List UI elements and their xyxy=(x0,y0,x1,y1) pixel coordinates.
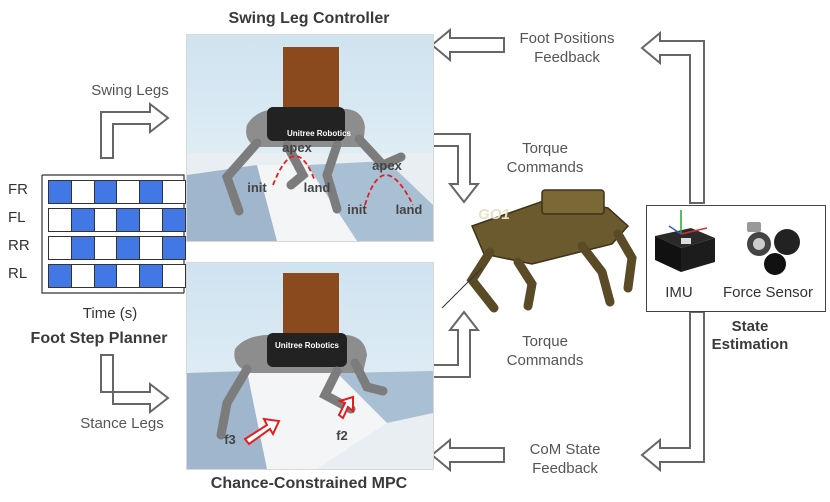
init-label-1: init xyxy=(247,180,267,195)
land-label-2: land xyxy=(395,202,423,217)
gait-row-fr xyxy=(48,180,186,204)
com-feedback-label-1: CoM State xyxy=(529,441,601,458)
gait-cell-stance xyxy=(117,237,141,259)
foot-feedback-label-1: Foot Positions xyxy=(519,30,615,47)
gait-row-label: RL xyxy=(8,265,28,282)
force-sensor-icon xyxy=(747,222,800,275)
com-feedback-label-2: Feedback xyxy=(532,460,598,477)
swing-controller-title: Swing Leg Controller xyxy=(228,10,390,27)
gait-cell-swing xyxy=(140,237,164,259)
gait-cell-swing xyxy=(163,181,185,203)
com-feedback-arrow xyxy=(430,437,505,473)
mpc-title: Chance-Constrained MPC xyxy=(210,475,408,492)
swing-sim-panel: Unitree Robotics apex apex init land ini… xyxy=(186,34,434,242)
mpc-sim-scene xyxy=(187,263,433,469)
gait-cell-stance xyxy=(71,209,95,231)
gait-row-rl xyxy=(48,264,186,288)
go1-robot-image xyxy=(441,189,637,313)
mpc-sim-panel: Unitree Robotics f3 f2 xyxy=(186,262,434,470)
sensor-illustrations xyxy=(655,210,800,275)
foot-feedback-arrow xyxy=(430,27,505,63)
gait-cell-swing xyxy=(49,237,72,259)
time-axis-label: Time (s) xyxy=(82,305,138,322)
gait-cell-stance xyxy=(140,181,164,203)
gait-row-label: FL xyxy=(8,209,26,226)
swing-legs-arrow xyxy=(100,101,170,159)
gait-cell-swing xyxy=(72,181,95,203)
gait-row-fl xyxy=(48,208,186,232)
state-estimation-title-2: Estimation xyxy=(711,336,789,353)
imu-label: IMU xyxy=(665,284,693,301)
gait-cell-stance xyxy=(71,237,95,259)
stance-legs-arrow xyxy=(100,354,170,415)
land-label-1: land xyxy=(303,180,331,195)
gait-row-label: RR xyxy=(8,237,30,254)
imu-icon xyxy=(655,210,715,272)
gait-diagram: FR FL RR RL xyxy=(4,173,190,303)
gait-cell-swing xyxy=(72,265,95,287)
go1-model-label: GO1 xyxy=(478,206,510,223)
gait-cell-stance xyxy=(140,265,164,287)
torque-bottom-label-1: Torque xyxy=(522,333,568,350)
gait-cell-swing xyxy=(140,209,164,231)
gait-cell-swing xyxy=(49,209,72,231)
torque-bottom-label-2: Commands xyxy=(506,352,584,369)
state-up-arrow xyxy=(640,30,705,204)
torque-top-arrow xyxy=(431,133,481,204)
init-label-2: init xyxy=(347,202,367,217)
gait-row-rr xyxy=(48,236,186,260)
force-sensor-label: Force Sensor xyxy=(722,284,814,301)
apex-label-2: apex xyxy=(372,158,402,173)
state-down-arrow xyxy=(640,311,705,473)
robot-brand-label: Unitree Robotics xyxy=(286,129,351,138)
gait-cell-swing xyxy=(117,265,141,287)
gait-cell-stance xyxy=(94,265,118,287)
apex-label-1: apex xyxy=(282,140,312,155)
gait-cell-swing xyxy=(163,265,185,287)
gait-row-label: FR xyxy=(8,181,28,198)
torque-top-label-1: Torque xyxy=(522,140,568,157)
stance-legs-label: Stance Legs xyxy=(80,415,164,432)
gait-cell-stance xyxy=(117,209,141,231)
gait-cell-swing xyxy=(95,237,118,259)
gait-cell-stance xyxy=(49,181,72,203)
robot-brand-label-2: Unitree Robotics xyxy=(274,341,339,350)
gait-cell-swing xyxy=(95,209,118,231)
gait-cell-stance xyxy=(94,181,118,203)
torque-bottom-arrow xyxy=(431,310,481,378)
gait-cell-stance xyxy=(163,209,185,231)
torque-top-label-2: Commands xyxy=(506,159,584,176)
foot-planner-title: Foot Step Planner xyxy=(30,330,168,347)
gait-cell-stance xyxy=(49,265,72,287)
f3-label: f3 xyxy=(224,432,236,447)
swing-legs-label: Swing Legs xyxy=(91,82,169,99)
foot-feedback-label-2: Feedback xyxy=(534,49,600,66)
gait-cell-swing xyxy=(117,181,141,203)
sensors-box: IMU Force Sensor xyxy=(646,205,826,312)
f2-label: f2 xyxy=(336,428,348,443)
gait-cell-stance xyxy=(163,237,185,259)
state-estimation-title-1: State xyxy=(731,318,769,335)
swing-sim-scene xyxy=(187,35,433,241)
